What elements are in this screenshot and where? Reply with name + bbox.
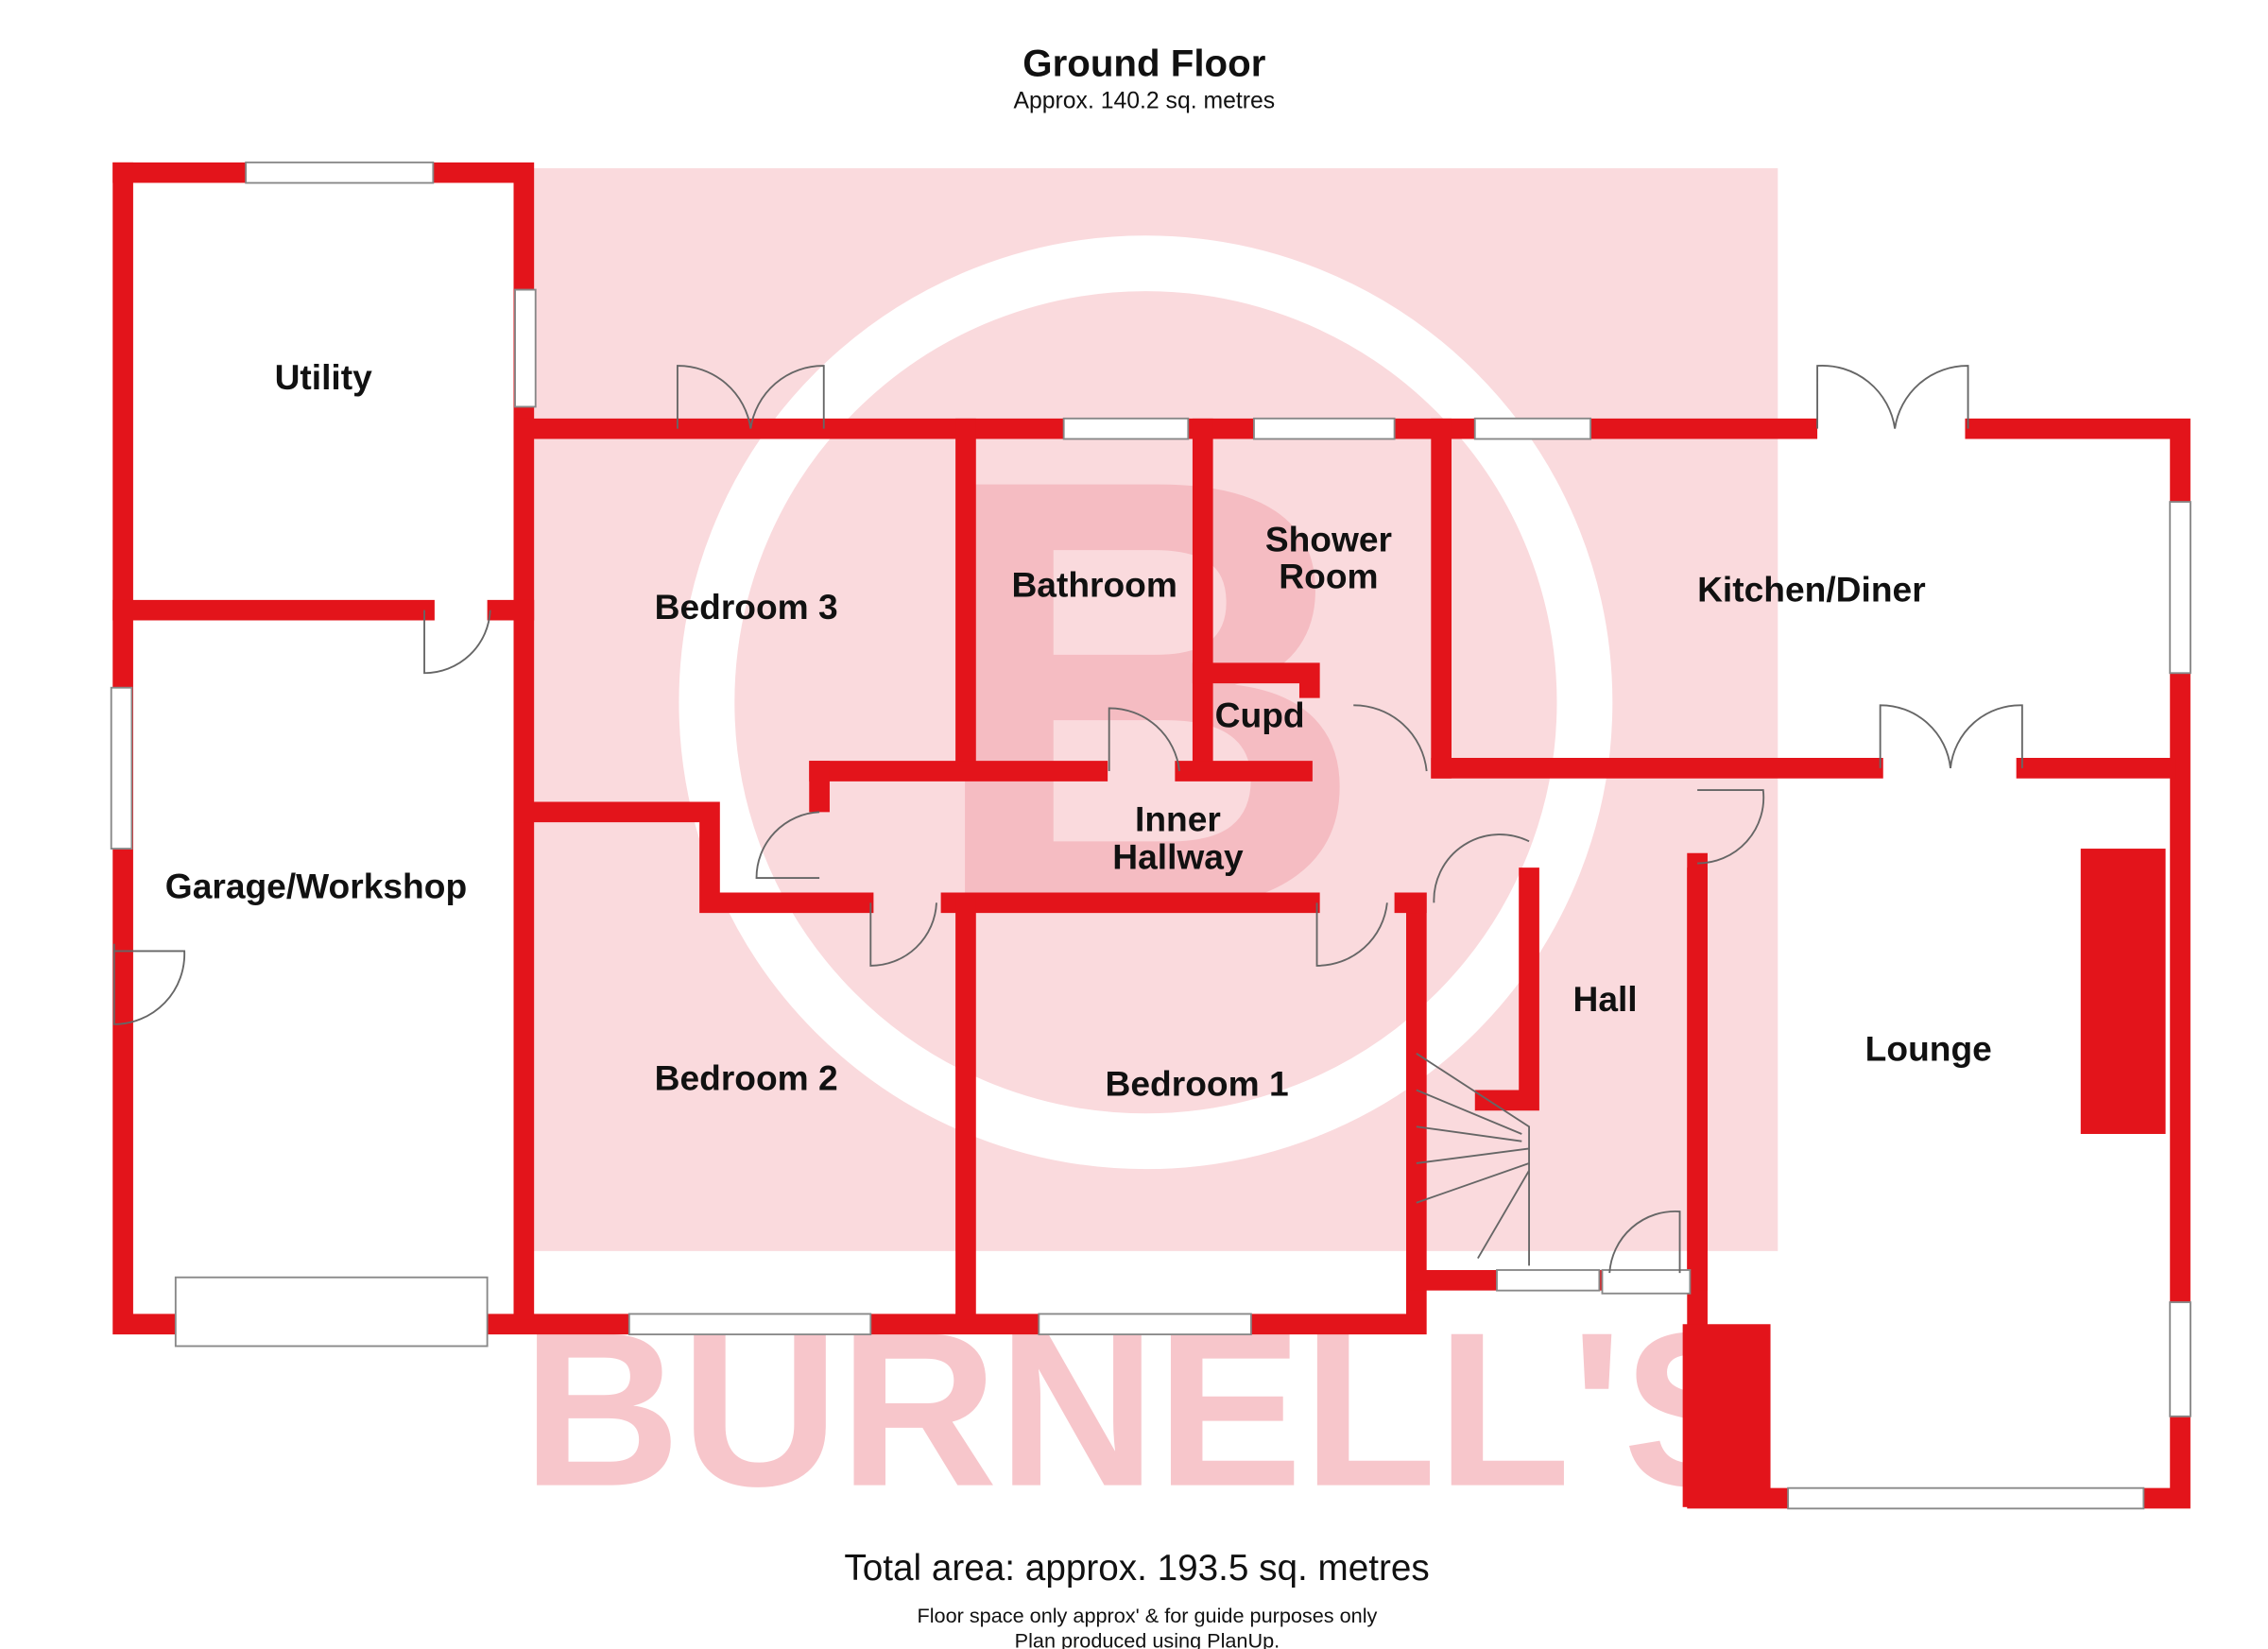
room-label-bathroom: Bathroom: [1011, 565, 1177, 605]
page-subtitle: Approx. 140.2 sq. metres: [1013, 89, 1275, 114]
room-label-cupd: Cupd: [1215, 696, 1305, 735]
disclaimer: Floor space only approx' & for guide pur…: [917, 1604, 1377, 1627]
room-label-hall: Hall: [1572, 979, 1637, 1019]
room-label-shower-room: Shower: [1265, 520, 1392, 559]
plan-credit: Plan produced using PlanUp.: [1015, 1628, 1280, 1649]
total-area: Total area: approx. 193.5 sq. metres: [844, 1548, 1429, 1589]
room-label-inner-hallway: Inner: [1135, 799, 1221, 838]
room-label-lounge: Lounge: [1865, 1029, 1992, 1069]
room-label-bedroom-2: Bedroom 2: [655, 1058, 838, 1098]
room-label-bedroom-3: Bedroom 3: [655, 587, 838, 627]
room-label-bedroom-1: Bedroom 1: [1106, 1064, 1289, 1104]
watermark-logo: B BURNELL'S: [519, 168, 1778, 1533]
svg-text:B: B: [924, 351, 1368, 1038]
page-title: Ground Floor: [1022, 43, 1265, 85]
room-label-utility: Utility: [275, 357, 373, 397]
room-label-kitchen: Kitchen/Diner: [1697, 569, 1926, 609]
room-label-inner-hallway-2: Hallway: [1112, 837, 1244, 877]
room-label-shower-room-2: Room: [1279, 556, 1378, 595]
windows: [110, 161, 2191, 1510]
doors: [112, 364, 2023, 1274]
room-label-garage: Garage/Workshop: [165, 867, 467, 906]
